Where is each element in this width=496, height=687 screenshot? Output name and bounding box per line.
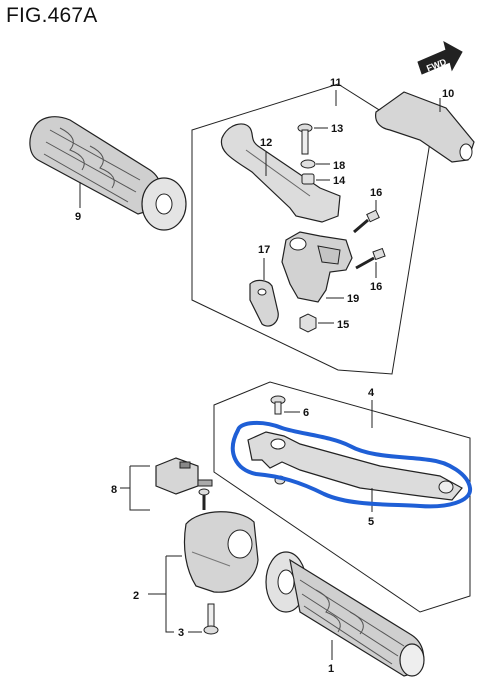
left-grip [29, 116, 187, 231]
callout-10: 10 [442, 88, 454, 100]
nut-15 [299, 313, 317, 333]
upper-assembly-box [191, 83, 431, 375]
callout-16b: 16 [370, 281, 382, 293]
right-grip [265, 551, 425, 677]
lever-cover [375, 91, 475, 163]
lever-holder [281, 231, 353, 303]
callout-12: 12 [260, 137, 272, 149]
throttle-housing [183, 511, 259, 593]
callout-15: 15 [337, 319, 349, 331]
clamp-17 [249, 279, 279, 327]
bolt-16-lower [355, 247, 386, 270]
callout-18: 18 [333, 160, 345, 172]
switch-8 [155, 457, 213, 510]
callout-11: 11 [330, 77, 342, 89]
washer-18 [300, 159, 316, 169]
lever-highlight [230, 421, 472, 509]
callout-6: 6 [303, 407, 309, 419]
callout-2: 2 [133, 590, 139, 602]
lower-lever [247, 431, 463, 501]
callout-16a: 16 [370, 187, 382, 199]
callout-1: 1 [328, 663, 334, 675]
callout-9: 9 [75, 211, 81, 223]
callout-19: 19 [347, 293, 359, 305]
screw-6 [270, 395, 286, 415]
figure-title: FIG.467A [6, 4, 98, 27]
callout-17: 17 [258, 244, 270, 256]
screw-3 [203, 603, 219, 635]
bushing-14 [301, 173, 315, 185]
callout-8: 8 [111, 484, 117, 496]
callout-3: 3 [178, 627, 184, 639]
callout-4: 4 [368, 387, 375, 399]
fwd-arrow-icon: FWD [417, 41, 463, 75]
bolt-16-upper [353, 209, 380, 234]
bolt-13 [297, 123, 313, 155]
callout-5: 5 [368, 516, 374, 528]
lower-assembly-box [213, 381, 471, 613]
callout-14: 14 [333, 175, 346, 187]
upper-lever [220, 123, 341, 223]
callout-13: 13 [331, 123, 343, 135]
